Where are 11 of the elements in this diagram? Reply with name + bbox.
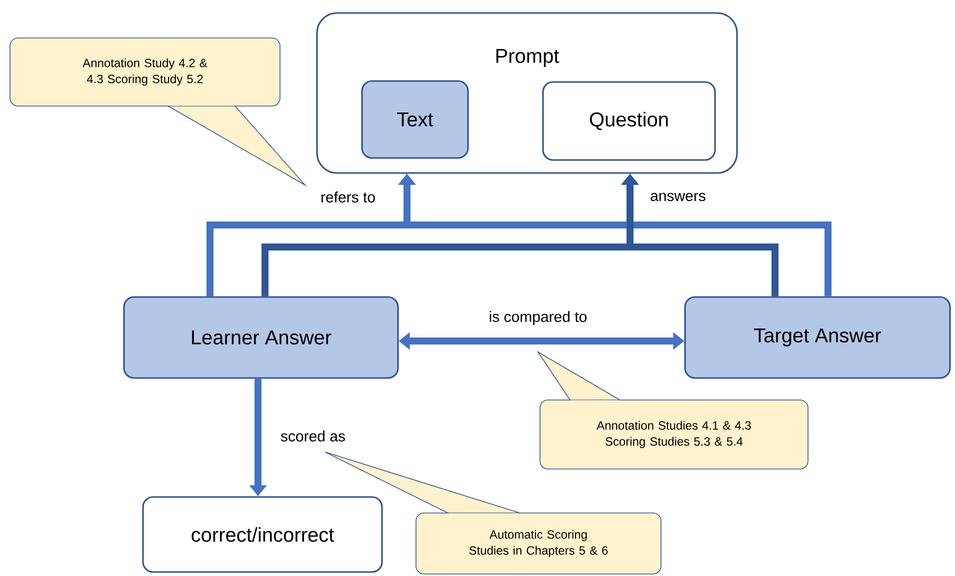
target-answer-box: Target Answer [684, 296, 951, 379]
text-box: Text [361, 80, 469, 159]
learner-answer-box: Learner Answer [123, 296, 399, 379]
callout: Annotation Studies 4.1 & 4.3 Scoring Studies 5.3 & 5.4 [536, 350, 808, 470]
result-box: correct/incorrect [142, 496, 383, 573]
edge-label: answers [648, 191, 708, 203]
question-box: Question [542, 81, 716, 161]
edge-label: scored as [279, 429, 348, 444]
edge-label: is compared to [487, 310, 589, 326]
callout: Annotation Study 4.2 & 4.3 Scoring Study 5.2 [10, 38, 307, 187]
edge-label: refers to [319, 190, 378, 204]
